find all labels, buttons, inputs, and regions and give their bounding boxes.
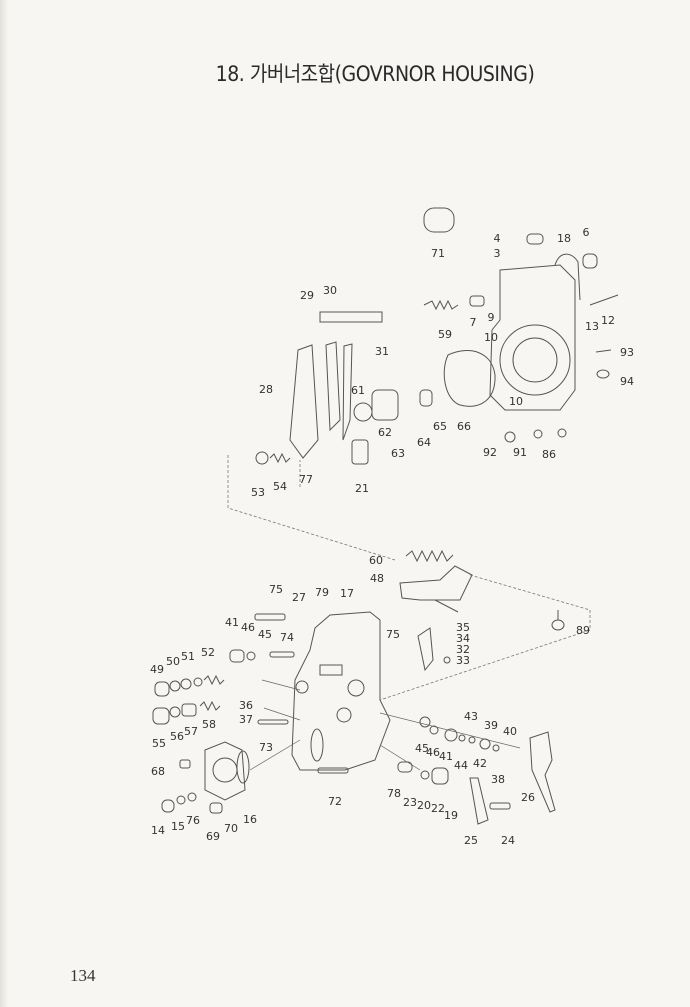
part-number-label: 89 [576,624,590,637]
part-number-label: 61 [351,384,365,397]
part-number-label: 30 [323,284,337,297]
part-number-label: 15 [171,820,185,833]
part-number-label: 23 [403,796,417,809]
part-number-label: 45 [415,742,429,755]
part-number-label: 79 [315,586,329,599]
part-number-label: 18 [557,232,571,245]
part-number-label: 78 [387,787,401,800]
part-number-label: 52 [201,646,215,659]
right-side-parts [254,613,556,825]
left-side-parts [152,649,256,814]
part-number-label: 34 [456,632,470,645]
part-number-label: 19 [444,809,458,822]
part-number-label: 92 [483,446,497,459]
part-number-label: 77 [299,473,313,486]
part-number-label: 58 [202,718,216,731]
page-number: 134 [70,966,96,985]
part-number-label: 35 [456,621,470,634]
part-number-label: 38 [491,773,505,786]
scan-edge-shadow [0,0,8,1007]
part-number-label: 91 [513,446,527,459]
part-number-label: 17 [340,587,354,600]
part-number-label: 44 [454,759,468,772]
part-number-label: 16 [243,813,257,826]
part-number-label: 26 [521,791,535,804]
part-number-label: 12 [601,314,615,327]
part-number-label: 93 [620,346,634,359]
part-number-label: 46 [426,746,440,759]
part-number-label: 39 [484,719,498,732]
part-number-label: 66 [457,420,471,433]
part-number-label: 27 [292,591,306,604]
part-number-label: 65 [433,420,447,433]
part-number-label: 40 [503,725,517,738]
part-number-label: 42 [473,757,487,770]
part-number-label: 29 [300,289,314,302]
part-number-label: 72 [328,795,342,808]
part-number-label: 25 [464,834,478,847]
part-number-label: 76 [186,814,200,827]
part-number-label: 13 [585,320,599,333]
governor-weights [353,350,496,422]
part-number-label: 7 [470,316,477,329]
part-number-label: 22 [431,802,445,815]
small-parts-upper [423,207,619,443]
part-number-label: 10 [509,395,523,408]
part-number-label: 68 [151,765,165,778]
part-number-label: 6 [583,226,590,239]
part-number-label: 51 [181,650,195,663]
part-number-label: 14 [151,824,165,837]
control-lever-and-spring [399,549,565,631]
governor-housing-upper [489,253,581,411]
part-number-label: 20 [417,799,431,812]
part-number-label: 41 [225,616,239,629]
part-number-label: 54 [273,480,287,493]
part-number-label: 9 [488,311,495,324]
part-number-label: 43 [464,710,478,723]
part-number-label: 28 [259,383,273,396]
part-number-label: 45 [258,628,272,641]
part-number-label: 94 [620,375,634,388]
part-number-label: 59 [438,328,452,341]
part-number-label: 73 [259,741,273,754]
assembly-guide-lines [227,455,591,771]
part-number-label: 71 [431,247,445,260]
part-number-label: 75 [269,583,283,596]
governor-cover-lower [291,611,391,771]
part-number-label: 64 [417,436,431,449]
page-title: 18. 가버너조합(GOVRNOR HOUSING) [215,62,535,86]
part-number-label: 56 [170,730,184,743]
part-number-label: 31 [375,345,389,358]
levers [255,311,383,465]
part-number-label: 69 [206,830,220,843]
part-number-label: 60 [369,554,383,567]
part-number-label: 4 [494,232,501,245]
part-number-label: 36 [239,699,253,712]
part-number-label: 70 [224,822,238,835]
part-number-label: 74 [280,631,294,644]
part-number-label: 48 [370,572,384,585]
part-number-label: 62 [378,426,392,439]
part-number-label: 21 [355,482,369,495]
part-number-label: 24 [501,834,515,847]
part-number-label: 3 [494,247,501,260]
part-number-label: 10 [484,331,498,344]
part-number-label: 75 [386,628,400,641]
part-number-label: 57 [184,725,198,738]
part-number-label: 63 [391,447,405,460]
part-number-label: 37 [239,713,253,726]
part-number-label: 50 [166,655,180,668]
part-number-label: 46 [241,621,255,634]
part-number-label: 32 [456,643,470,656]
part-number-label: 86 [542,448,556,461]
part-number-label: 49 [150,663,164,676]
part-number-label: 33 [456,654,470,667]
part-number-label: 53 [251,486,265,499]
part-number-label: 41 [439,750,453,763]
part-number-label: 55 [152,737,166,750]
